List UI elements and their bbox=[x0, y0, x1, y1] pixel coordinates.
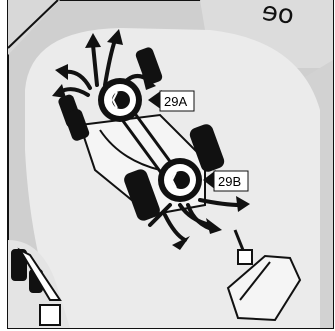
mower-front-wheel-icon bbox=[98, 78, 142, 122]
callout-29a-label: 29A bbox=[164, 94, 187, 109]
mower-rear-wheel-icon bbox=[158, 158, 202, 202]
callout-29b-label: 29B bbox=[218, 174, 241, 189]
corner-text: ɘo bbox=[260, 0, 296, 31]
